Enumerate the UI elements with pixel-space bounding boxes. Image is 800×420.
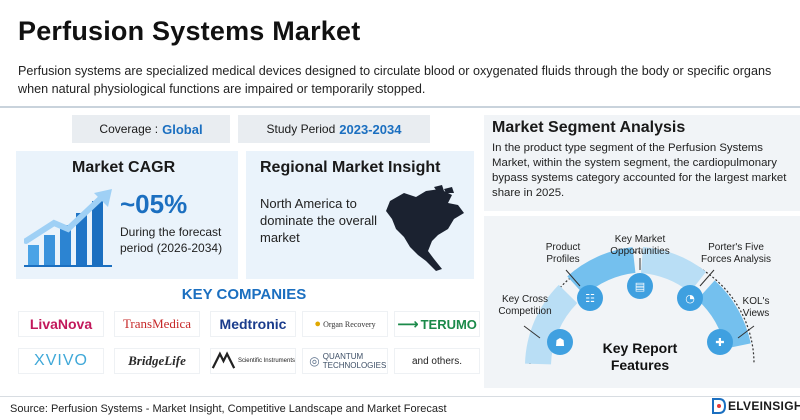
and-others-label: and others. [394, 348, 480, 374]
study-period-label: Study Period [266, 122, 336, 136]
market-cagr-card: Market CAGR ~05% During the forecast per… [16, 151, 238, 279]
svg-text:☷: ☷ [585, 292, 595, 305]
scientific-instruments-mark-icon [211, 351, 236, 369]
feature-key-cross-competition: Key Cross Competition [498, 294, 552, 317]
organ-recovery-text: Organ Recovery [323, 319, 376, 329]
study-period-pill: Study Period 2023-2034 [238, 115, 430, 143]
coverage-pill: Coverage : Global [72, 115, 230, 143]
terumo-mark-icon: ⟶ [397, 316, 419, 333]
svg-text:▤: ▤ [635, 280, 645, 293]
regional-insight-card: Regional Market Insight North America to… [246, 151, 474, 279]
feature-product-profiles: Product Profiles [545, 242, 581, 265]
terumo-text: TERUMO [420, 316, 477, 332]
organ-recovery-logo: ● Organ Recovery [302, 311, 388, 337]
regional-text: North America to dominate the overall ma… [260, 196, 378, 245]
regional-title: Regional Market Insight [260, 159, 441, 176]
page-description: Perfusion systems are specialized medica… [18, 64, 772, 96]
market-cagr-title: Market CAGR [72, 159, 176, 176]
quantum-text: QUANTUM TECHNOLOGIES [322, 352, 387, 370]
market-segment-title: Market Segment Analysis [492, 119, 686, 136]
livanova-logo: LivaNova [18, 311, 104, 337]
feature-porters-five-forces: Porter's Five Forces Analysis [700, 242, 772, 265]
scientific-instruments-logo: Scientific Instruments [210, 348, 296, 374]
transmedica-text: TransMedica [122, 316, 192, 331]
quantum-mark-icon: ◎ [309, 354, 320, 368]
delveinsight-mark-icon [712, 398, 726, 414]
transmedica-logo: TransMedica [114, 311, 200, 337]
and-others-text: and others. [411, 355, 463, 367]
xvivo-logo: XVIVO [18, 348, 104, 374]
growth-chart-icon [24, 189, 112, 267]
key-report-features-center: Key Report Features [602, 340, 678, 373]
organ-recovery-icon: ● [314, 318, 322, 330]
source-text: Source: Perfusion Systems - Market Insig… [10, 403, 447, 415]
terumo-logo: ⟶ TERUMO [394, 311, 480, 337]
xvivo-text: XVIVO [34, 352, 88, 369]
svg-text:✚: ✚ [715, 336, 724, 349]
delveinsight-text: ELVEINSIGHT [728, 399, 800, 413]
medtronic-text: Medtronic [219, 316, 287, 332]
livanova-text: LivaNova [29, 316, 93, 332]
quantum-logo: ◎ QUANTUM TECHNOLOGIES [302, 348, 388, 374]
feature-key-market-opportunities: Key Market Opportunities [610, 234, 670, 257]
page-title: Perfusion Systems Market [18, 16, 361, 46]
header-divider [0, 106, 800, 108]
coverage-value: Global [162, 121, 203, 137]
market-cagr-value: ~05% [120, 189, 188, 219]
svg-text:☗: ☗ [555, 336, 565, 349]
bridgelife-text: BridgeLife [128, 353, 186, 368]
key-report-features-panel: ☗ ☷ ▤ ◔ ✚ Key Cross Competition Product … [484, 216, 800, 388]
bridgelife-logo: BridgeLife [114, 348, 200, 374]
scientific-instruments-text: Scientific Instruments [237, 358, 295, 364]
report-features-diagram: ☗ ☷ ▤ ◔ ✚ [523, 247, 755, 365]
delveinsight-logo: ELVEINSIGHT [712, 398, 800, 414]
footer-divider [0, 396, 800, 397]
market-segment-panel: Market Segment Analysis In the product t… [484, 115, 800, 211]
medtronic-logo: Medtronic [210, 311, 296, 337]
coverage-label: Coverage : [99, 122, 159, 136]
svg-text:◔: ◔ [685, 292, 695, 305]
market-segment-text: In the product type segment of the Perfu… [492, 142, 787, 199]
north-america-map-icon [386, 185, 464, 271]
market-cagr-subtitle: During the forecast period (2026-2034) [120, 225, 223, 255]
study-period-value: 2023-2034 [339, 121, 402, 137]
feature-kols-views: KOL's Views [742, 296, 770, 319]
key-companies-title: KEY COMPANIES [181, 286, 307, 303]
